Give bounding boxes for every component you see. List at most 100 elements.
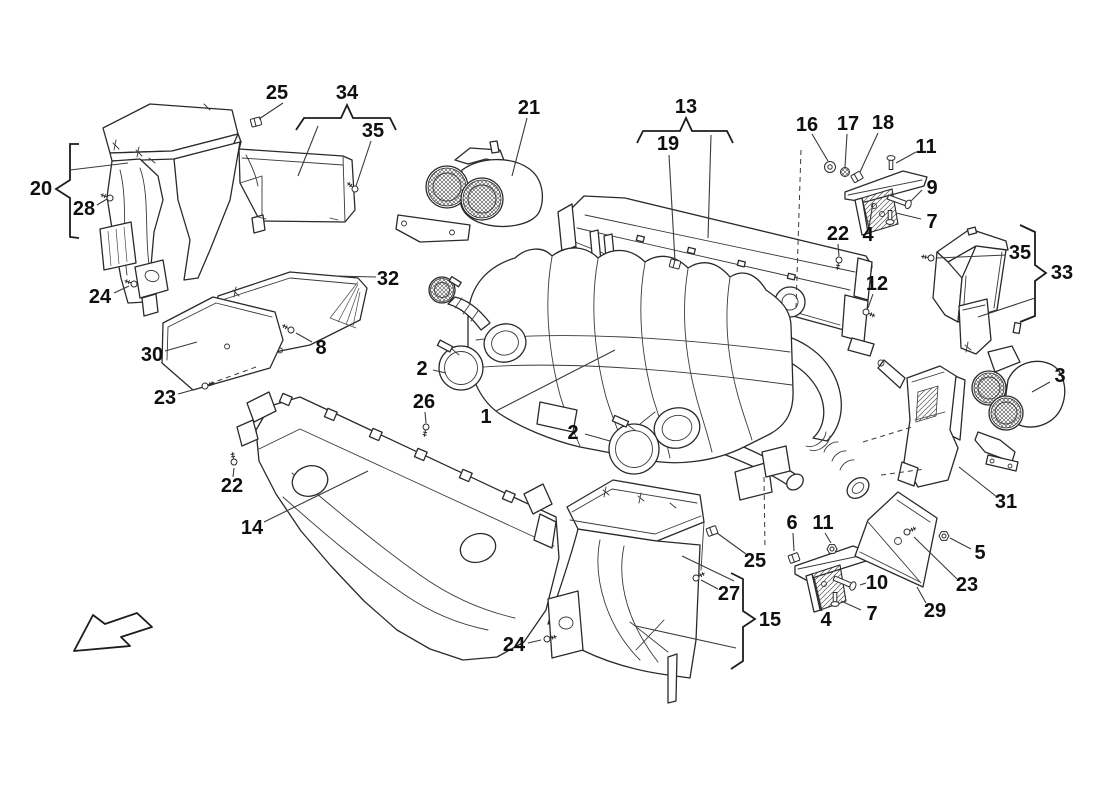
part-main-silencer-1 bbox=[428, 247, 870, 501]
fastener-screw-23a bbox=[201, 381, 215, 390]
fastener-bolt-h-9 bbox=[886, 194, 912, 210]
callout-31: 31 bbox=[958, 466, 1017, 513]
callout-26-leader bbox=[424, 411, 427, 424]
callout-15: 15 bbox=[635, 555, 781, 670]
fastener-clip-18 bbox=[850, 170, 864, 184]
fastener-screw-23b bbox=[903, 526, 917, 536]
callout-2a-leader bbox=[432, 369, 447, 374]
dashed-guide-line bbox=[880, 468, 926, 476]
callout-10-leader bbox=[859, 582, 867, 586]
callout-25b-leader bbox=[716, 532, 747, 555]
direction-arrow bbox=[73, 612, 153, 652]
fastener-grommet-17 bbox=[840, 167, 850, 177]
callout-34-leader bbox=[297, 125, 319, 177]
callout-4a: 4 bbox=[862, 202, 874, 246]
fastener-screw-24a bbox=[124, 279, 138, 288]
dashed-guide-line bbox=[862, 426, 913, 443]
fastener-screw-35a bbox=[347, 182, 359, 193]
callout-34-number: 34 bbox=[336, 82, 359, 104]
callout-15-group-bracket bbox=[730, 572, 757, 670]
part-heat-shield-34 bbox=[238, 148, 356, 234]
callout-8: 8 bbox=[295, 332, 327, 359]
callout-21-leader bbox=[511, 117, 528, 177]
callout-26-number: 26 bbox=[413, 391, 435, 413]
callout-23a-leader bbox=[177, 387, 201, 395]
callout-24a-leader bbox=[113, 285, 130, 294]
callout-13: 13 bbox=[636, 96, 734, 239]
callout-15-number: 15 bbox=[759, 609, 781, 631]
fastener-clip-25a bbox=[249, 116, 263, 128]
callout-24b-leader bbox=[527, 639, 542, 644]
callout-11b-leader bbox=[824, 532, 832, 544]
callout-1-number: 1 bbox=[480, 406, 491, 428]
fastener-nut-5 bbox=[938, 531, 950, 541]
dashed-guides bbox=[208, 149, 926, 550]
callout-24b-number: 24 bbox=[503, 634, 526, 656]
direction-arrow-layer bbox=[73, 612, 153, 652]
dashed-guide-line bbox=[763, 476, 766, 550]
callout-17-leader bbox=[844, 133, 848, 168]
callout-17: 17 bbox=[837, 113, 859, 168]
callout-17-number: 17 bbox=[837, 113, 859, 135]
callout-29-number: 29 bbox=[924, 600, 946, 622]
callout-31-number: 31 bbox=[995, 491, 1017, 513]
part-silencer-21 bbox=[395, 140, 544, 243]
callout-25a-leader bbox=[258, 102, 284, 120]
callout-25b: 25 bbox=[716, 532, 766, 572]
callout-12: 12 bbox=[866, 273, 888, 309]
callout-9-leader bbox=[910, 189, 923, 202]
callout-7a-leader bbox=[895, 212, 922, 220]
fastener-bolt-v-11a bbox=[886, 155, 896, 170]
callout-4a-leader bbox=[868, 202, 874, 228]
callout-30: 30 bbox=[141, 341, 198, 366]
fastener-screw-8 bbox=[282, 324, 295, 334]
callout-16: 16 bbox=[796, 114, 829, 162]
callout-22b-leader bbox=[837, 243, 840, 257]
callout-8-leader bbox=[295, 332, 313, 343]
callout-25b-number: 25 bbox=[744, 550, 766, 572]
callout-14: 14 bbox=[241, 470, 369, 539]
callout-20-number: 20 bbox=[30, 178, 52, 200]
callout-20: 20 bbox=[30, 143, 129, 239]
callout-23a-number: 23 bbox=[154, 387, 176, 409]
callout-15-leader bbox=[635, 625, 737, 649]
callout-14-number: 14 bbox=[241, 517, 264, 539]
callout-7a-number: 7 bbox=[926, 211, 937, 233]
part-clamp-2-center bbox=[608, 411, 660, 475]
fastener-bolt-v-7a bbox=[885, 210, 895, 225]
callout-23b-number: 23 bbox=[956, 574, 978, 596]
callout-9: 9 bbox=[910, 177, 938, 202]
callout-4a-number: 4 bbox=[862, 224, 874, 246]
callout-28-leader bbox=[96, 198, 108, 206]
callout-35b-leader bbox=[936, 254, 1007, 259]
fastener-washer-16 bbox=[824, 161, 836, 173]
callout-24a: 24 bbox=[89, 285, 130, 308]
callout-2a-number: 2 bbox=[416, 358, 427, 380]
fastener-screw-28 bbox=[100, 193, 114, 202]
callout-24b: 24 bbox=[503, 634, 542, 656]
callout-5-leader bbox=[949, 537, 972, 550]
callout-4b-leader bbox=[813, 576, 823, 612]
callout-19: 19 bbox=[657, 133, 679, 262]
callout-32-number: 32 bbox=[377, 268, 399, 290]
part-clamp-2-left bbox=[436, 339, 484, 391]
callout-29-leader bbox=[916, 586, 927, 604]
callout-22b-number: 22 bbox=[827, 223, 849, 245]
callout-29: 29 bbox=[916, 586, 946, 622]
fastener-screw-12 bbox=[862, 308, 876, 318]
callout-28-number: 28 bbox=[73, 198, 95, 220]
callout-6-number: 6 bbox=[786, 512, 797, 534]
callout-1-leader bbox=[495, 349, 616, 412]
fastener-nut-11b bbox=[826, 544, 838, 554]
part-silencer-3 bbox=[971, 321, 1066, 472]
callout-11a: 11 bbox=[895, 136, 937, 164]
callout-11b-number: 11 bbox=[812, 512, 833, 534]
callout-5: 5 bbox=[949, 537, 986, 564]
callout-21: 21 bbox=[511, 97, 540, 177]
part-bracket-31 bbox=[877, 359, 966, 488]
callout-23a: 23 bbox=[154, 387, 201, 409]
callout-1: 1 bbox=[480, 349, 616, 428]
fastener-screw-26 bbox=[422, 423, 430, 437]
